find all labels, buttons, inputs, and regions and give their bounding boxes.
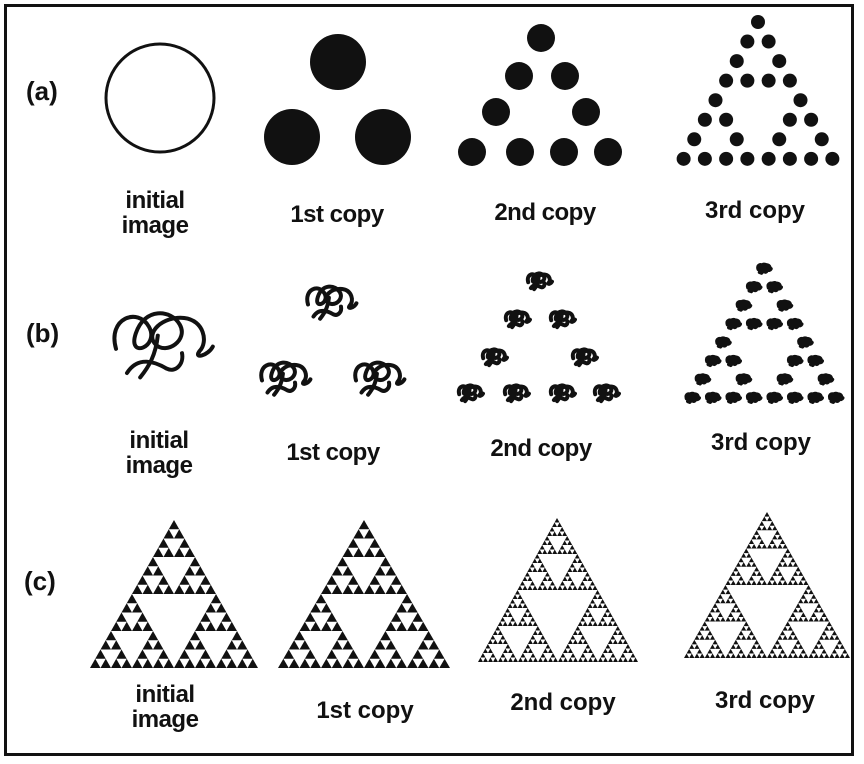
- copy-circle: [719, 152, 733, 166]
- scribble-motif: [779, 301, 792, 309]
- copy-circle: [698, 152, 712, 166]
- copy-circle: [772, 132, 786, 146]
- scribble-motif: [459, 385, 483, 401]
- scribble-motif: [789, 320, 802, 328]
- initial-circle: [106, 44, 214, 152]
- copy-circle: [687, 132, 701, 146]
- copy-circle: [264, 109, 320, 165]
- copy-circle: [572, 98, 600, 126]
- copy-circle: [762, 35, 776, 49]
- copy-circle: [551, 62, 579, 90]
- scribble-motif: [727, 320, 740, 328]
- copy-circle: [794, 93, 808, 107]
- scribble-motif: [830, 394, 843, 402]
- scribble-motif: [820, 375, 833, 383]
- copy-circle: [458, 138, 486, 166]
- copy-circle: [310, 34, 366, 90]
- copy-circle: [594, 138, 622, 166]
- copy-circle: [762, 74, 776, 88]
- copy-circle: [804, 152, 818, 166]
- copy-circle: [751, 15, 765, 29]
- scribble-motif: [114, 313, 212, 377]
- scribble-motif: [355, 363, 404, 395]
- scribble-motif: [717, 338, 730, 346]
- scribble-motif: [809, 357, 822, 365]
- copy-circle: [740, 35, 754, 49]
- copy-circle: [550, 138, 578, 166]
- scribble-motif: [573, 349, 597, 365]
- copy-circle: [740, 152, 754, 166]
- scribble-motif: [528, 273, 552, 289]
- scribble-motif: [809, 394, 822, 402]
- copy-circle: [804, 113, 818, 127]
- row-c-graphics: [90, 512, 850, 668]
- scribble-motif: [551, 311, 575, 327]
- copy-circle: [783, 152, 797, 166]
- scribble-motif: [779, 375, 792, 383]
- copy-circle: [506, 138, 534, 166]
- copy-circle: [709, 93, 723, 107]
- copy-circle: [740, 74, 754, 88]
- copy-circle: [815, 132, 829, 146]
- scribble-motif: [748, 320, 761, 328]
- copy-circle: [825, 152, 839, 166]
- scribble-motif: [697, 375, 710, 383]
- scribble-motif: [758, 265, 771, 273]
- copy-circle: [482, 98, 510, 126]
- scribble-motif: [261, 363, 310, 395]
- scribble-motif: [727, 394, 740, 402]
- scribble-motif: [307, 287, 356, 319]
- copy-circle: [730, 132, 744, 146]
- copy-circle: [730, 54, 744, 68]
- scribble-motif: [799, 338, 812, 346]
- scribble-motif: [789, 357, 802, 365]
- copy-circle: [762, 152, 776, 166]
- copy-circle: [355, 109, 411, 165]
- scribble-motif: [738, 301, 751, 309]
- scribble-motif: [551, 385, 575, 401]
- scribble-motif: [789, 394, 802, 402]
- scribble-motif: [727, 357, 740, 365]
- row-b-graphics: [114, 265, 842, 402]
- scribble-motif: [768, 283, 781, 291]
- copy-circle: [719, 74, 733, 88]
- copy-circle: [527, 24, 555, 52]
- scribble-motif: [748, 394, 761, 402]
- scribble-motif: [707, 394, 720, 402]
- copy-circle: [783, 74, 797, 88]
- scribble-motif: [506, 311, 530, 327]
- scribble-motif: [595, 385, 619, 401]
- scribble-motif: [505, 385, 529, 401]
- copy-circle: [677, 152, 691, 166]
- copy-circle: [772, 54, 786, 68]
- copy-circle: [719, 113, 733, 127]
- copy-circle: [505, 62, 533, 90]
- scribble-motif: [748, 283, 761, 291]
- scribble-motif: [768, 320, 781, 328]
- copy-circle: [783, 113, 797, 127]
- scribble-motif: [768, 394, 781, 402]
- row-a-graphics: [106, 15, 839, 166]
- scribble-motif: [738, 375, 751, 383]
- copy-circle: [698, 113, 712, 127]
- scribble-motif: [686, 394, 699, 402]
- scribble-motif: [483, 349, 507, 365]
- scribble-motif: [707, 357, 720, 365]
